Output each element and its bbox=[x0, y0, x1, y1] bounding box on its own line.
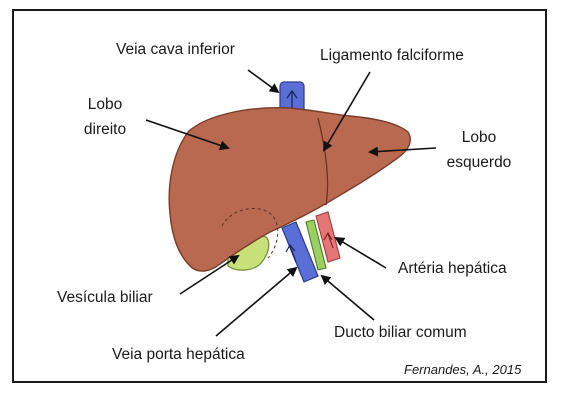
label-veia-porta-hepatica: Veia porta hepática bbox=[112, 346, 245, 363]
label-lobo-esquerdo: Lobo esquerdo bbox=[438, 128, 520, 173]
arrow-ducto bbox=[320, 274, 375, 321]
label-ligamento-falciforme: Ligamento falciforme bbox=[320, 47, 464, 64]
arrow-veia-porta bbox=[215, 266, 298, 337]
common-bile-duct-shape bbox=[305, 219, 327, 271]
label-lobo-direito-line2: direito bbox=[83, 121, 127, 139]
arrow-arteria bbox=[334, 236, 387, 269]
label-lobo-direito-line1: Lobo bbox=[87, 96, 123, 113]
arrow-veia-cava bbox=[247, 69, 280, 94]
label-ducto-biliar-comum: Ducto biliar comum bbox=[334, 324, 467, 341]
falciform-ligament-line bbox=[317, 117, 329, 206]
arrow-vesicula bbox=[179, 254, 240, 295]
label-veia-cava-inferior: Veia cava inferior bbox=[116, 41, 235, 58]
arrow-ligamento bbox=[322, 71, 371, 152]
arrow-lobo-esquerdo bbox=[368, 146, 437, 157]
label-lobo-esquerdo-line2: esquerdo bbox=[446, 154, 512, 172]
label-lobo-esquerdo-line1: Lobo bbox=[461, 129, 497, 146]
hepatic-portal-vein-shape bbox=[281, 221, 319, 283]
label-arteria-hepatica: Artéria hepática bbox=[398, 260, 507, 277]
arrow-lobo-direito bbox=[145, 119, 230, 151]
label-vesicula-biliar: Vesícula biliar bbox=[57, 289, 153, 306]
credit-text: Fernandes, A., 2015 bbox=[404, 362, 522, 377]
hepatic-artery-shape bbox=[315, 211, 341, 263]
label-lobo-direito: Lobo direito bbox=[76, 95, 134, 140]
